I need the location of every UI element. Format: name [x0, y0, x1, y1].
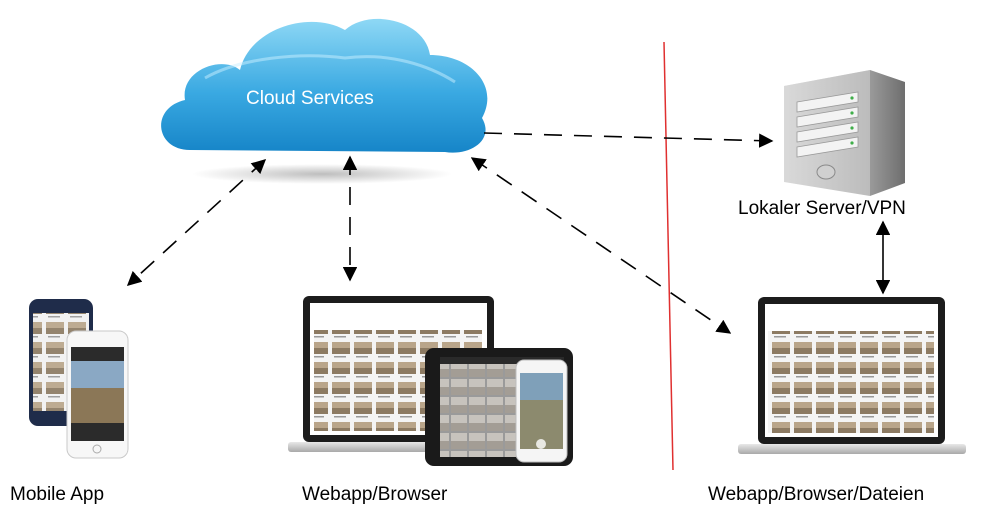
arrow-cloud-mobile: [126, 159, 267, 286]
iphone-icon: [515, 359, 568, 463]
server-icon: [784, 70, 905, 196]
network-divider-line: [663, 41, 674, 471]
connection-arrows: [126, 132, 891, 334]
webapp-label: Webapp/Browser: [302, 484, 448, 505]
cloud-services-label: Cloud Services: [246, 88, 374, 109]
arrow-cloud-webapp-files: [470, 157, 732, 334]
webapp-files-label: Webapp/Browser/Dateien: [708, 484, 925, 505]
webapp-files-laptop-icon: [738, 297, 966, 454]
mobile-app-label: Mobile App: [10, 484, 105, 505]
mobile-app-icon: [29, 299, 129, 459]
server-label: Lokaler Server/VPN: [738, 198, 906, 219]
arrow-cloud-server: [483, 132, 774, 148]
